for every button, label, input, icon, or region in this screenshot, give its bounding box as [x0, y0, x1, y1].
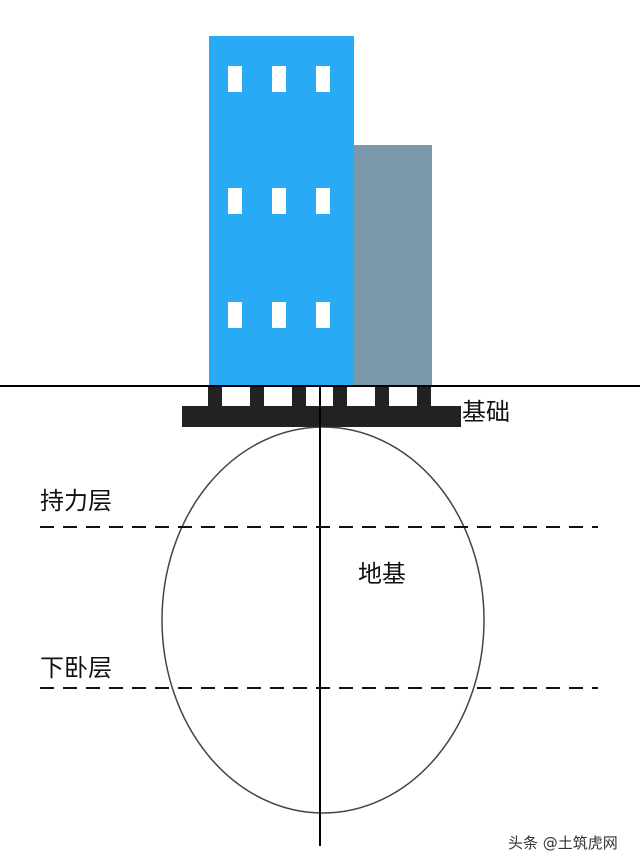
watermark: 头条 @土筑虎网: [508, 834, 618, 852]
subgrade-label: 地基: [358, 560, 406, 588]
subgrade-bulb: [161, 426, 485, 814]
bearing-layer-label: 持力层: [40, 487, 112, 515]
building-annex: [353, 145, 432, 386]
foundation-label: 基础: [462, 398, 510, 426]
windows: [228, 66, 330, 328]
foundation: [182, 386, 461, 427]
underlying-layer-label: 下卧层: [40, 654, 112, 682]
